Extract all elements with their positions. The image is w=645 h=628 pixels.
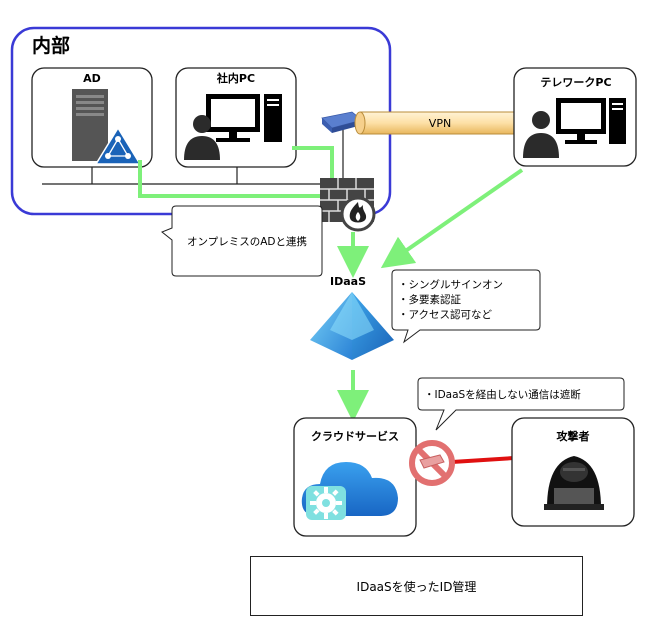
callout-onprem: オンプレミスのADと連携 (161, 205, 323, 277)
office-pc-label: 社内PC (216, 71, 255, 85)
pc-to-firewall-line (292, 146, 334, 182)
idaas-node: IDaaS (310, 275, 394, 360)
firewall-icon (320, 178, 376, 232)
idaas-feature-2: ・多要素認証 (398, 293, 461, 306)
telework-to-idaas-arrow (380, 168, 524, 269)
idaas-feature-3: ・アクセス認可など (398, 308, 492, 321)
callout-onprem-text: オンプレミスのADと連携 (187, 235, 307, 248)
caption-text: IDaaSを使ったID管理 (356, 579, 477, 594)
pc-monitor-icon (206, 94, 282, 142)
ad-label: AD (83, 72, 101, 85)
cloud-gear-icon (301, 462, 398, 520)
cloud-service-node: クラウドサービス (293, 417, 417, 537)
attacker-label: 攻撃者 (557, 429, 590, 443)
ad-to-firewall-line (138, 160, 330, 198)
callout-block: ・IDaaSを経由しない通信は遮断 (417, 377, 625, 431)
hacker-icon (544, 456, 604, 510)
router-icon (321, 111, 363, 133)
vpn-tunnel: VPN (354, 111, 526, 135)
internal-title: 内部 (32, 34, 70, 57)
idaas-label: IDaaS (330, 275, 366, 288)
user-icon (523, 111, 559, 158)
attacker-node: 攻撃者 (511, 417, 635, 527)
attack-line (451, 456, 515, 464)
prohibited-icon (409, 440, 455, 486)
server-icon (72, 89, 108, 161)
office-pc-node: 社内PC (175, 67, 297, 168)
ad-triangle-icon (95, 127, 141, 165)
telework-pc-node: テレワークPC (513, 67, 637, 167)
telework-pc-label: テレワークPC (540, 76, 611, 89)
user-icon (184, 115, 220, 160)
pc-monitor-icon (556, 98, 626, 144)
caption-box: IDaaSを使ったID管理 (250, 556, 583, 616)
callout-idaas-features: ・シングルサインオン ・多要素認証 ・アクセス認可など (391, 269, 541, 344)
ad-node: AD (31, 67, 153, 168)
idaas-feature-1: ・シングルサインオン (398, 278, 503, 291)
callout-block-text: ・IDaaSを経由しない通信は遮断 (424, 388, 581, 401)
vpn-label: VPN (429, 117, 451, 130)
idaas-pyramid-icon (310, 292, 394, 360)
cloud-service-label: クラウドサービス (311, 429, 399, 443)
